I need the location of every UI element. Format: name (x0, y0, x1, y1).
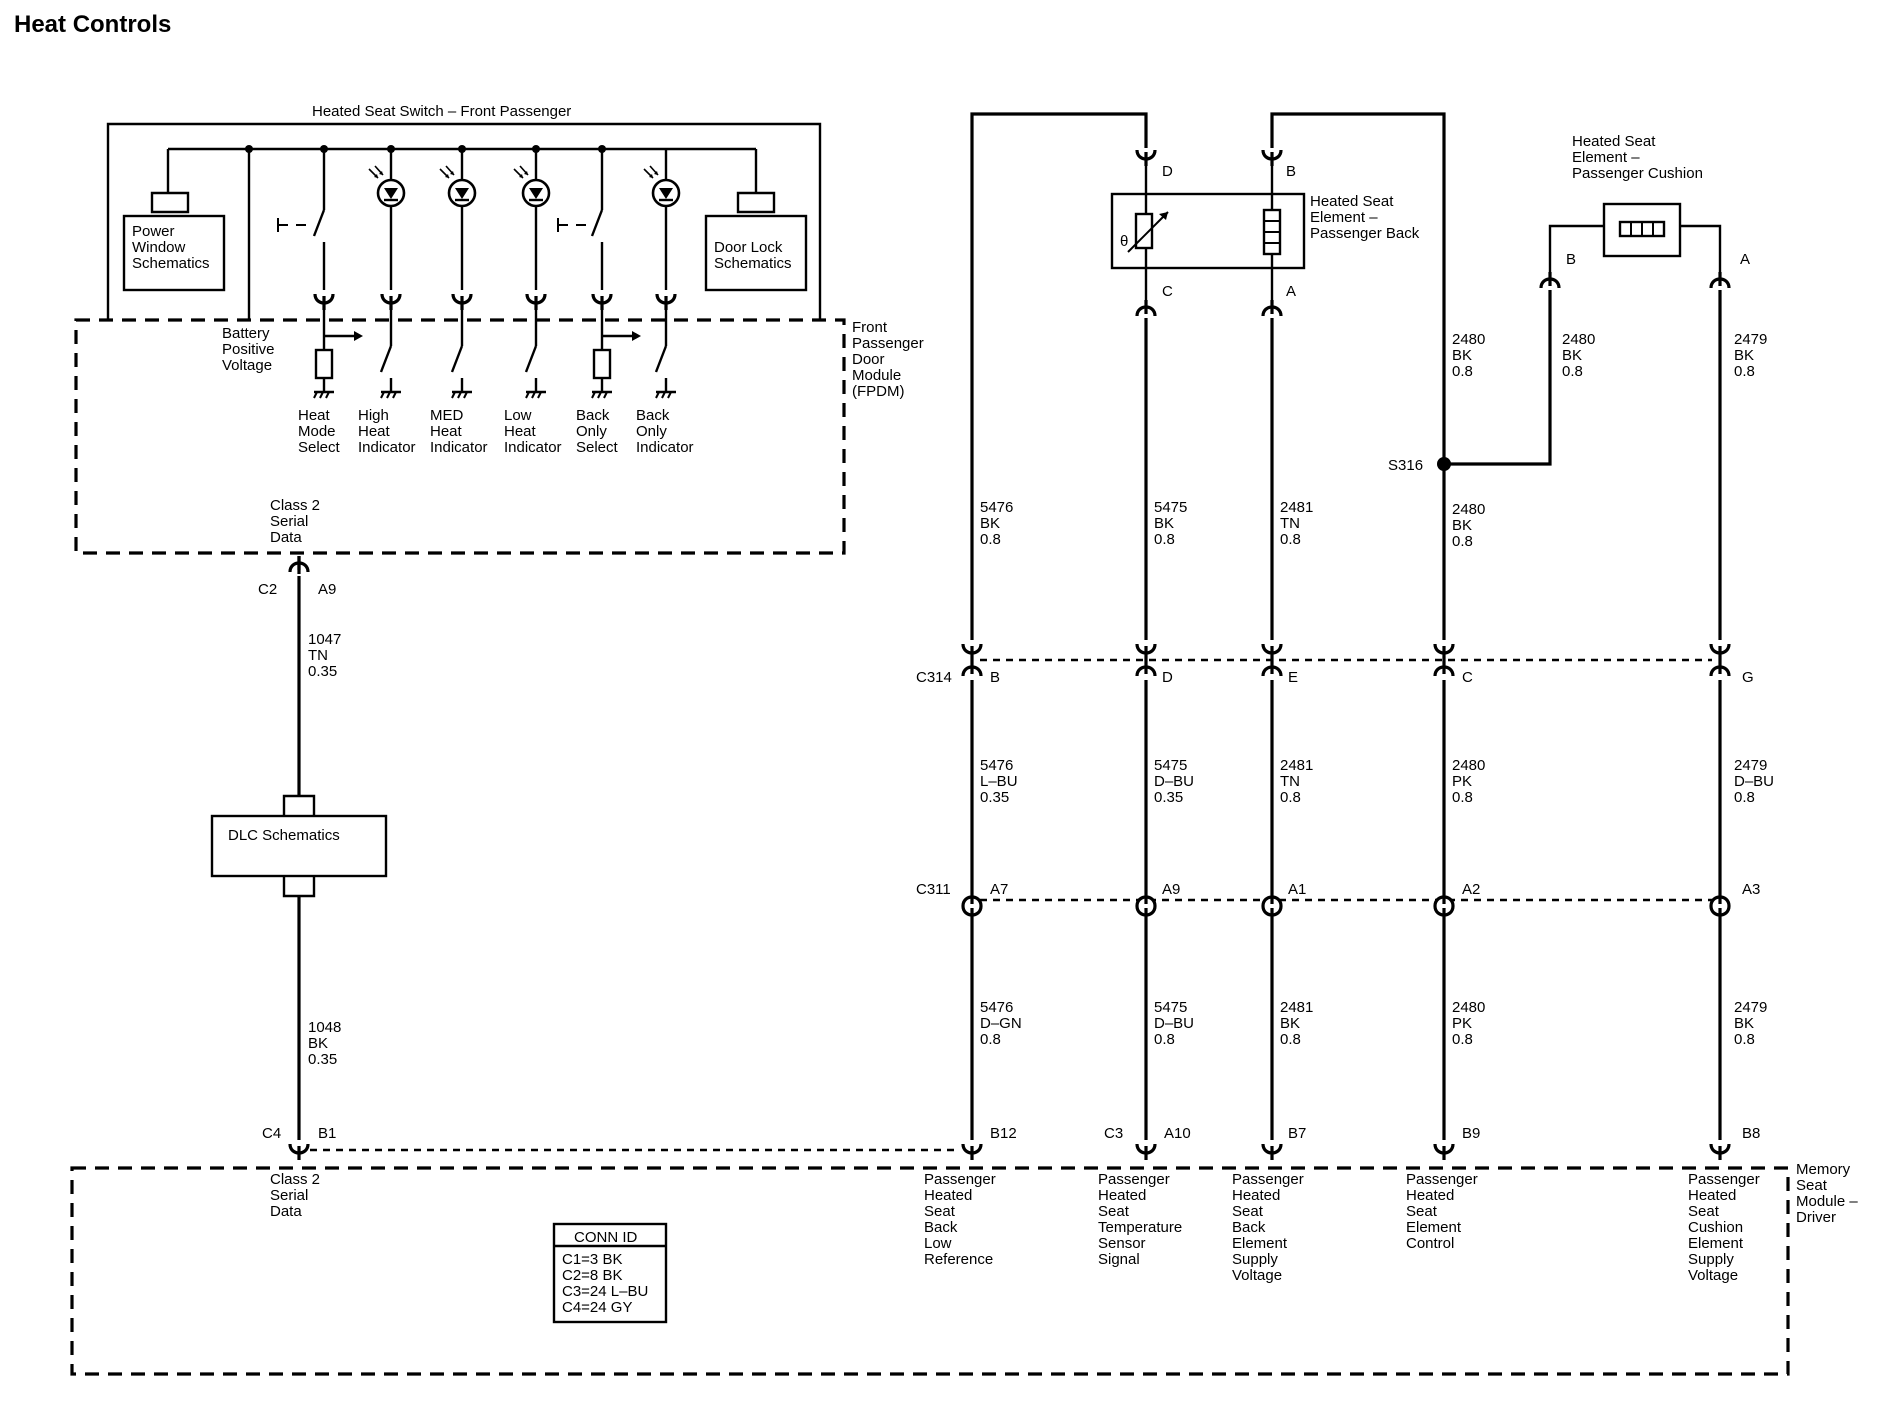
svg-text:A: A (1740, 251, 1750, 268)
svg-text:C3: C3 (1104, 1125, 1123, 1142)
passenger-back-element-label: Heated Seat Element – Passenger Back (1310, 193, 1420, 242)
passenger-cushion-element-label: Heated Seat Element – Passenger Cushion (1572, 133, 1703, 182)
fpdm-label: Front Passenger Door Module (FPDM) (852, 319, 928, 400)
svg-text:C4: C4 (262, 1125, 281, 1142)
battery-positive-voltage-label: Battery Positive Voltage (222, 325, 279, 374)
svg-text:B8: B8 (1742, 1125, 1760, 1142)
wire-1048-label: 1048 BK 0.35 (308, 1019, 346, 1068)
page-title: Heat Controls (14, 11, 171, 38)
back-only-select-circuit (590, 310, 641, 400)
fpdm-class2-label: Class 2 Serial Data (270, 497, 324, 546)
svg-text:A9: A9 (1162, 881, 1180, 898)
svg-text:D: D (1162, 669, 1173, 686)
svg-text:A1: A1 (1288, 881, 1306, 898)
msm-signal-4: Passenger Heated Seat Element Control (1406, 1171, 1482, 1252)
dlc-schematics-label: DLC Schematics (228, 827, 340, 844)
dlc-schematics-box (210, 814, 388, 878)
c314-label: C314 (916, 669, 952, 686)
svg-text:B1: B1 (318, 1125, 336, 1142)
svg-text:B: B (1286, 163, 1296, 180)
fpdm-module: Front Passenger Door Module (FPDM) Batte… (74, 292, 928, 555)
svg-text:A: A (1286, 283, 1296, 300)
conn-id-table: CONN ID C1=3 BK C2=8 BK C3=24 L–BU C4=24… (552, 1222, 668, 1324)
low-heat-indicator-circuit (524, 310, 548, 400)
svg-text:B12: B12 (990, 1125, 1017, 1142)
svg-text:C: C (1462, 669, 1473, 686)
conn-id-header: CONN ID (574, 1229, 638, 1246)
c311-label: C311 (916, 881, 951, 898)
conn-id-rows: C1=3 BK C2=8 BK C3=24 L–BU C4=24 GY (562, 1251, 652, 1316)
svg-text:A2: A2 (1462, 881, 1480, 898)
door-lock-schematics-box (704, 214, 808, 292)
switch-title: Heated Seat Switch – Front Passenger (312, 103, 571, 120)
msm-signal-5: Passenger Heated Seat Cushion Element Su… (1688, 1171, 1764, 1284)
wire-1047-label: 1047 TN 0.35 (308, 631, 346, 680)
svg-text:G: G (1742, 669, 1754, 686)
high-heat-indicator-circuit (379, 310, 403, 400)
svg-text:C: C (1162, 283, 1173, 300)
svg-text:A7: A7 (990, 881, 1008, 898)
memory-seat-module: Memory Seat Module – Driver Class 2 Seri… (70, 1161, 1862, 1376)
back-only-indicator-circuit (654, 310, 678, 400)
med-heat-indicator-circuit (450, 310, 474, 400)
power-window-schematics-label: Power Window Schematics (132, 223, 210, 272)
msm-signal-1: Passenger Heated Seat Back Low Reference (924, 1171, 1000, 1268)
msm-signal-2: Passenger Heated Seat Temperature Sensor… (1098, 1171, 1186, 1268)
svg-text:B: B (1566, 251, 1576, 268)
svg-text:A10: A10 (1164, 1125, 1191, 1142)
svg-text:E: E (1288, 669, 1298, 686)
svg-text:B9: B9 (1462, 1125, 1480, 1142)
class2-circuit: C2 A9 1047 TN 0.35 DLC Schematics 1048 B… (210, 554, 960, 1162)
svg-text:A9: A9 (318, 581, 336, 598)
door-lock-schematics-label: Door Lock Schematics (714, 239, 792, 272)
msm-signal-3: Passenger Heated Seat Back Element Suppl… (1232, 1171, 1308, 1284)
svg-text:C2: C2 (258, 581, 277, 598)
msm-label: Memory Seat Module – Driver (1796, 1161, 1862, 1226)
msm-class2-label: Class 2 Serial Data (270, 1171, 324, 1220)
svg-text:θ: θ (1120, 233, 1128, 250)
svg-text:B: B (990, 669, 1000, 686)
heated-seat-element-wiring: D B θ Heated Seat Element – Passenger Ba… (970, 112, 1767, 640)
heated-seat-switch: Heated Seat Switch – Front Passenger Pow… (106, 103, 822, 320)
svg-text:D: D (1162, 163, 1173, 180)
heat-mode-select-circuit (312, 310, 363, 400)
splice-s316 (1437, 457, 1451, 471)
svg-text:S316: S316 (1388, 457, 1423, 474)
svg-text:A3: A3 (1742, 881, 1760, 898)
svg-text:B7: B7 (1288, 1125, 1306, 1142)
power-window-schematics-box (122, 214, 226, 292)
